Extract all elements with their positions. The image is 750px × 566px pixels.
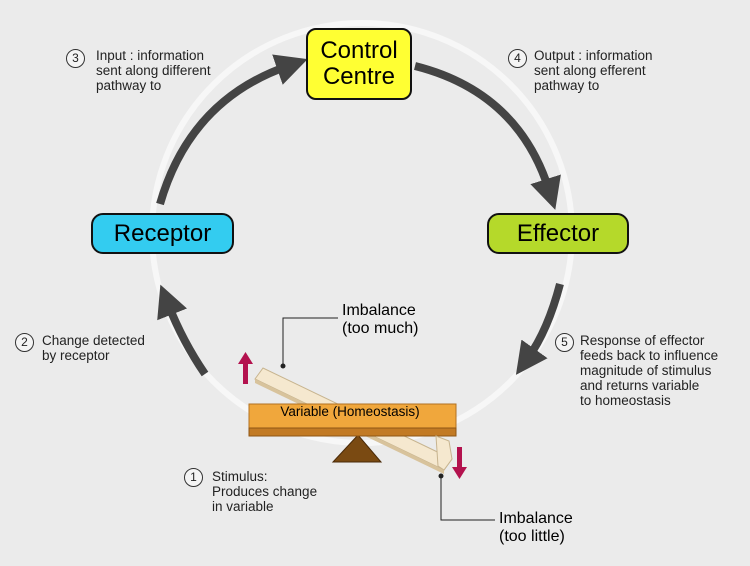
arrow-variable-to-receptor: [157, 284, 209, 377]
seesaw-plank-front: [435, 435, 453, 471]
arrow-control-to-effector: [414, 62, 561, 210]
step-2-number: 2: [15, 333, 34, 352]
control-centre-node: Control Centre: [306, 28, 412, 100]
step-1-text: Stimulus: Produces change in variable: [212, 469, 318, 514]
arrow-effector-to-variable: [515, 282, 564, 375]
arrow-receptor-to-control: [156, 54, 308, 206]
up-indicator-arrow: [238, 352, 253, 384]
imbalance-too-little-label: Imbalance (too little): [499, 510, 573, 545]
step-4-number: 4: [508, 49, 527, 68]
step-4-text: Output : information sent along efferent…: [534, 48, 653, 93]
imbalance-high-leader: [282, 317, 338, 366]
step-1-number: 1: [184, 468, 203, 487]
effector-node: Effector: [487, 213, 629, 254]
step-2-text: Change detected by receptor: [42, 333, 145, 363]
variable-label: Variable (Homeostasis): [280, 404, 420, 419]
step-5-text: Response of effector feeds back to influ…: [580, 333, 719, 408]
variable-bar-edge: [248, 427, 457, 437]
variable-bar: [248, 403, 457, 429]
imbalance-low-dot: [438, 473, 444, 479]
seesaw-pivot: [331, 434, 383, 463]
step-5-number: 5: [555, 333, 574, 352]
receptor-node: Receptor: [91, 213, 234, 254]
imbalance-too-much-label: Imbalance (too much): [342, 302, 419, 337]
step-3-number: 3: [66, 49, 85, 68]
step-3-text: Input : information sent along different…: [96, 48, 211, 93]
imbalance-high-dot: [280, 363, 286, 369]
imbalance-low-leader: [440, 476, 495, 521]
down-indicator-arrow: [452, 447, 467, 479]
